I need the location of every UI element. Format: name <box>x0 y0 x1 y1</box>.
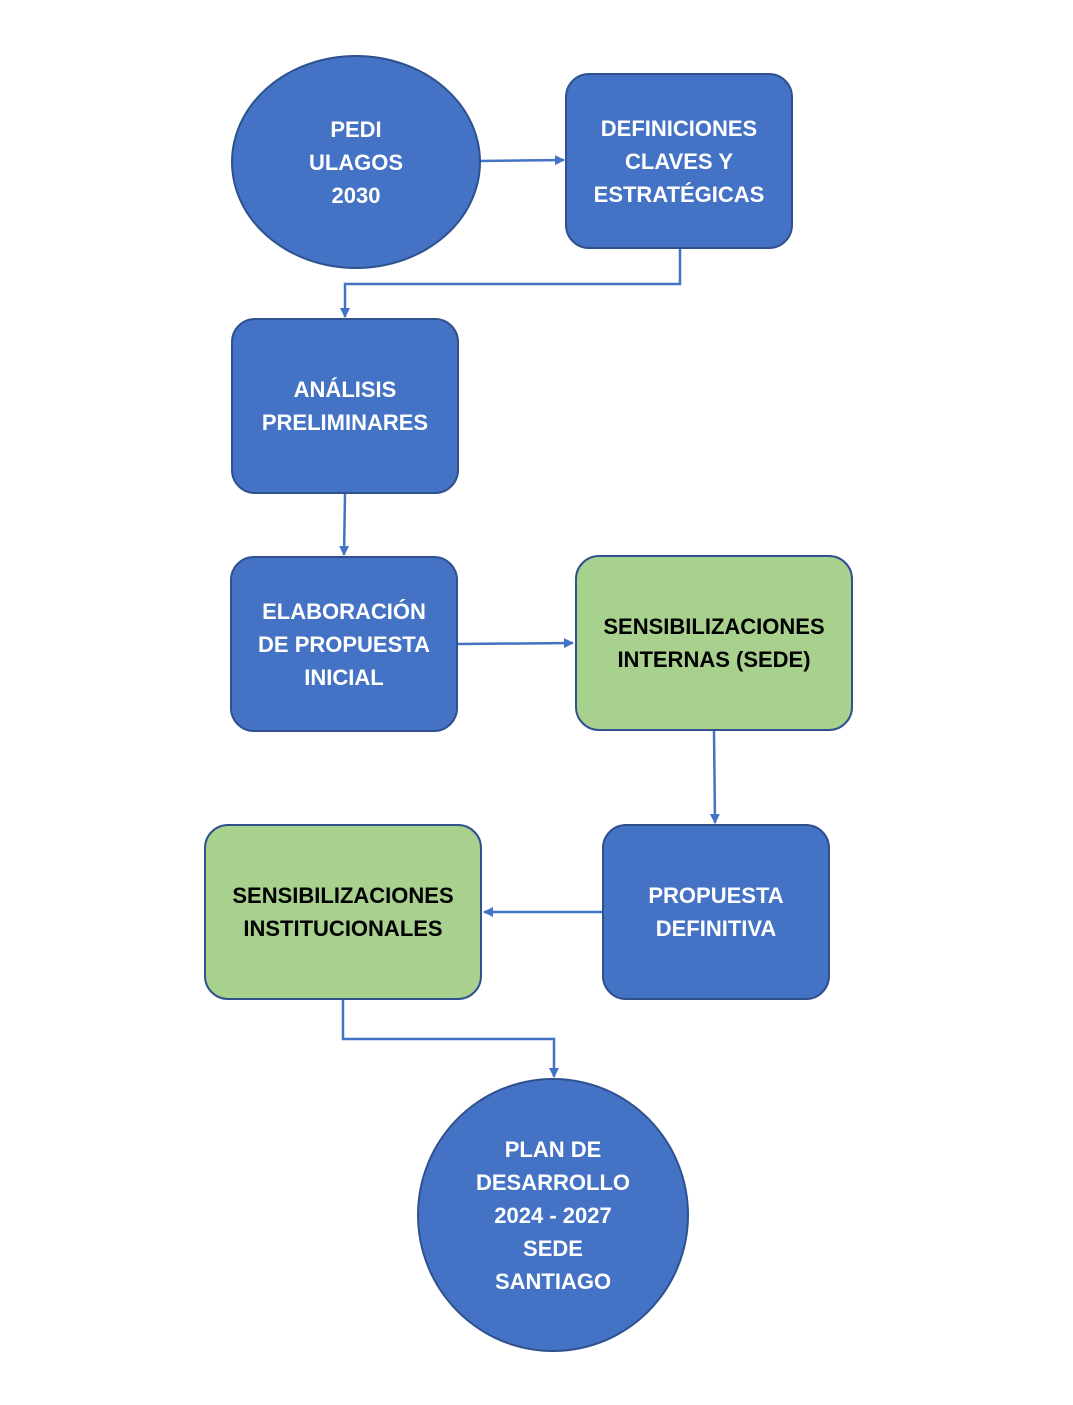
node-propuesta-label: PROPUESTA DEFINITIVA <box>648 883 784 941</box>
node-analisis-preliminares[interactable]: ANÁLISIS PRELIMINARES <box>231 318 459 494</box>
arrow-sens-inst-to-plan <box>341 999 559 1078</box>
node-plan-label: PLAN DE DESARROLLO 2024 - 2027 SEDE SANT… <box>476 1136 630 1294</box>
node-definiciones-claves[interactable]: DEFINICIONES CLAVES Y ESTRATÉGICAS <box>565 73 793 249</box>
node-pedi-ulagos-2030[interactable]: PEDI ULAGOS 2030 <box>231 55 481 269</box>
arrow-sens-internas-to-propuesta <box>709 730 720 824</box>
node-elaboracion-propuesta[interactable]: ELABORACIÓN DE PROPUESTA INICIAL <box>230 556 458 732</box>
node-sensibilizaciones-institucionales[interactable]: SENSIBILIZACIONES INSTITUCIONALES <box>204 824 482 1000</box>
arrow-pedi-to-definiciones <box>479 155 565 166</box>
node-pedi-label: PEDI ULAGOS 2030 <box>308 116 404 208</box>
node-propuesta-definitiva[interactable]: PROPUESTA DEFINITIVA <box>602 824 830 1000</box>
node-sensibilizaciones-internas[interactable]: SENSIBILIZACIONES INTERNAS (SEDE) <box>575 555 853 731</box>
node-elaboracion-label: ELABORACIÓN DE PROPUESTA INICIAL <box>258 598 430 690</box>
arrow-elaboracion-to-sens-internas <box>457 638 574 649</box>
arrow-definiciones-to-analisis <box>340 249 682 318</box>
node-analisis-label: ANÁLISIS PRELIMINARES <box>261 377 429 435</box>
node-sens-internas-label: SENSIBILIZACIONES INTERNAS (SEDE) <box>603 614 825 672</box>
node-sens-inst-label: SENSIBILIZACIONES INSTITUCIONALES <box>232 883 454 941</box>
node-definiciones-label: DEFINICIONES CLAVES Y ESTRATÉGICAS <box>593 115 765 207</box>
arrow-analisis-to-elaboracion <box>339 493 350 556</box>
node-plan-desarrollo[interactable]: PLAN DE DESARROLLO 2024 - 2027 SEDE SANT… <box>417 1078 689 1352</box>
